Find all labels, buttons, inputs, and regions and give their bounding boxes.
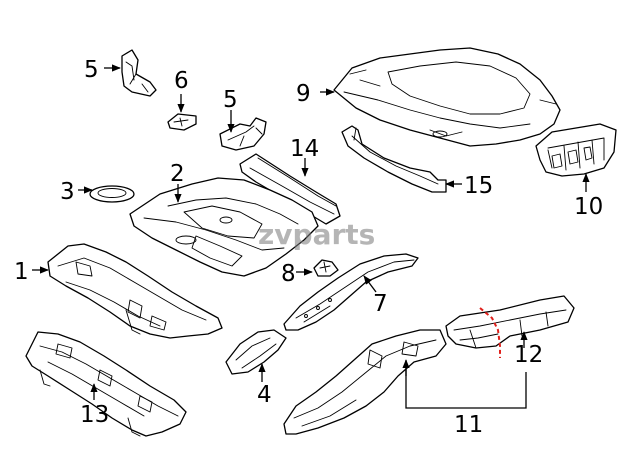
- part-3-grommet[interactable]: [89, 185, 135, 203]
- callout-4: 4: [257, 382, 272, 408]
- callout-5-lower: 5: [223, 87, 238, 113]
- callout-10: 10: [574, 194, 603, 220]
- part-4-reinforcement[interactable]: [225, 329, 287, 375]
- part-13-front-side-member[interactable]: [25, 331, 187, 437]
- cut-line: [479, 307, 501, 358]
- callout-6: 6: [174, 68, 189, 94]
- part-15-cross-member[interactable]: [341, 125, 447, 193]
- callout-15: 15: [464, 173, 493, 199]
- callout-8: 8: [281, 261, 296, 287]
- part-7-side-member[interactable]: [283, 253, 419, 331]
- callout-3: 3: [60, 179, 75, 205]
- part-9-rear-floor-pan[interactable]: [333, 47, 561, 147]
- watermark: zvparts: [258, 218, 375, 251]
- callout-labels: 5 6 5 9 14 2 3 15 10 1 8 7 4 13 12 11: [14, 57, 603, 438]
- part-12-rear-member-extension[interactable]: [445, 295, 575, 349]
- part-10-rear-panel[interactable]: [535, 123, 617, 177]
- callout-9: 9: [296, 81, 311, 107]
- leader-lines: [32, 64, 590, 409]
- callout-11: 11: [454, 412, 483, 438]
- part-8-small-bracket[interactable]: [313, 259, 339, 277]
- callout-14: 14: [290, 136, 319, 162]
- part-14-rail[interactable]: [239, 153, 341, 225]
- callout-2: 2: [170, 161, 185, 187]
- part-5-bracket-lower[interactable]: [219, 117, 267, 151]
- part-6-plate[interactable]: [167, 113, 197, 131]
- callout-1: 1: [14, 259, 29, 285]
- callout-7: 7: [373, 291, 388, 317]
- callout-13: 13: [80, 402, 109, 428]
- callout-5-upper: 5: [84, 57, 99, 83]
- part-1-front-floor-side[interactable]: [47, 243, 223, 339]
- part-11-rear-side-member[interactable]: [283, 329, 447, 435]
- callout-12: 12: [514, 342, 543, 368]
- part-5-bracket-upper[interactable]: [121, 49, 157, 97]
